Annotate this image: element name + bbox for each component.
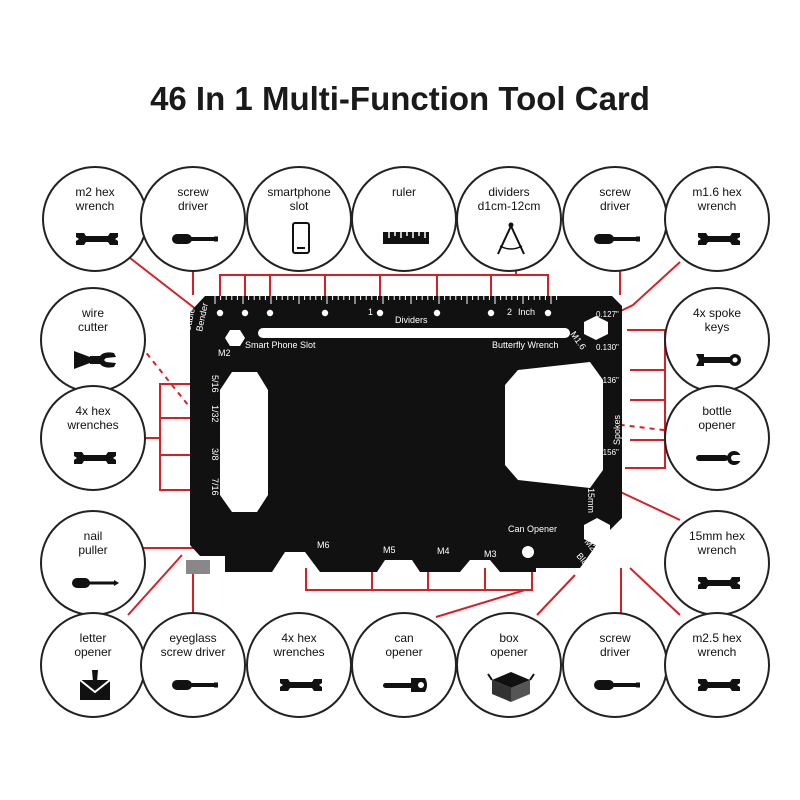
m1-6-hole: [584, 316, 608, 340]
tool-label: 15mm hex wrench: [688, 529, 746, 557]
wrench-icon: [276, 668, 326, 702]
tool-label: 4x hex wrenches: [67, 404, 119, 432]
spokes-label: Spokes: [612, 414, 622, 445]
ruler-unit: Inch: [518, 307, 535, 317]
spoke-136-label: 0.136": [596, 376, 619, 385]
screwdriver-icon: [170, 668, 220, 702]
tool-label: letter opener: [74, 631, 112, 659]
tool-label: 4x hex wrenches: [273, 631, 325, 659]
m4-label: M4: [437, 546, 450, 556]
tool-callout: box opener: [456, 612, 562, 718]
tool-label: bottle opener: [698, 404, 736, 432]
m3-label: M3: [484, 549, 497, 559]
ruler-mark-1: 1: [368, 307, 373, 317]
dividers-label: Dividers: [395, 315, 428, 325]
ruler-icon: [381, 222, 431, 256]
m2-label: M2: [218, 348, 231, 358]
card-outline: [190, 296, 622, 572]
tool-callout: screw driver: [140, 166, 246, 272]
can-opener-icon: [381, 668, 431, 702]
dividers-icon: [486, 222, 536, 256]
can-opener-label: Can Opener: [508, 524, 557, 534]
spoke-127-label: 0.127": [596, 310, 619, 319]
screwdriver-icon: [170, 222, 220, 256]
tool-callout: wire cutter: [40, 287, 146, 393]
blade-tip: [186, 560, 210, 574]
hex-1-32-label: 1/32: [210, 405, 220, 423]
tool-callout: m1.6 hex wrench: [664, 166, 770, 272]
smartphone-icon: [276, 222, 326, 256]
wrench-icon: [70, 441, 120, 475]
butterfly-wrench-cutout: [505, 362, 603, 488]
mm15-label: 15mm: [586, 488, 596, 513]
tool-callout: screw driver: [562, 612, 668, 718]
hex-wrench-cutout: [220, 372, 268, 512]
m2-5-hole: [584, 518, 610, 546]
tool-callout: m2.5 hex wrench: [664, 612, 770, 718]
cable-bender-label-1: Cable: [182, 307, 197, 332]
wire-cutter-icon: [70, 343, 120, 377]
tool-label: screw driver: [177, 185, 209, 213]
phone-slot: [258, 328, 570, 338]
tool-callout: m2 hex wrench: [42, 166, 148, 272]
butterfly-wrench-label: Butterfly Wrench: [492, 340, 558, 350]
tool-label: screw driver: [599, 185, 631, 213]
tool-callout: 4x hex wrenches: [246, 612, 352, 718]
ruler-mark-2: 2: [507, 307, 512, 317]
nail-puller-icon: [70, 566, 120, 600]
m6-label: M6: [317, 540, 330, 550]
tool-label: nail puller: [78, 529, 108, 557]
ruler-ticks: [214, 296, 558, 304]
tool-callout: screw driver: [562, 166, 668, 272]
cable-bender-hole: [225, 330, 245, 346]
tool-label: smartphone slot: [267, 185, 331, 213]
tool-callout: can opener: [351, 612, 457, 718]
tool-label: m1.6 hex wrench: [692, 185, 742, 213]
tool-callout: 4x spoke keys: [664, 287, 770, 393]
tool-label: screw driver: [599, 631, 631, 659]
smart-phone-slot-label: Smart Phone Slot: [245, 340, 316, 350]
tool-label: can opener: [385, 631, 423, 659]
box-icon: [486, 668, 536, 702]
tool-label: wire cutter: [77, 306, 108, 334]
tool-label: 4x spoke keys: [692, 306, 742, 334]
wrench-icon: [694, 566, 744, 600]
tool-label: m2.5 hex wrench: [692, 631, 742, 659]
tool-label: ruler: [391, 185, 416, 199]
spoke-130-label: 0.130": [596, 343, 619, 352]
divider-holes: [216, 309, 552, 317]
spoke-key-icon: [694, 343, 744, 377]
tool-callout: ruler: [351, 166, 457, 272]
wrench-icon: [694, 668, 744, 702]
hex-3-8-label: 3/8: [210, 448, 220, 461]
tool-label: eyeglass screw driver: [160, 631, 226, 659]
page-title: 46 In 1 Multi-Function Tool Card: [150, 80, 650, 117]
wrench-icon: [694, 222, 744, 256]
tool-callout: nail puller: [40, 510, 146, 616]
hex-5-16-label: 5/16: [210, 375, 220, 393]
m5-label: M5: [383, 545, 396, 555]
wrench-icon: [72, 222, 122, 256]
tool-callout: letter opener: [40, 612, 146, 718]
tool-callout: bottle opener: [664, 385, 770, 491]
hex-7-16-label: 7/16: [210, 478, 220, 496]
can-opener-notch: [522, 546, 534, 558]
tool-callout: smartphone slot: [246, 166, 352, 272]
tool-label: m2 hex wrench: [75, 185, 115, 213]
bottle-opener-icon: [694, 441, 744, 475]
tool-callout: 15mm hex wrench: [664, 510, 770, 616]
screwdriver-icon: [592, 222, 642, 256]
tool-card: 1 2 Inch Dividers Smart Phone Slot Butte…: [182, 296, 622, 575]
hex-9-16-label: 9/16: [578, 367, 588, 385]
tool-callout: eyeglass screw driver: [140, 612, 246, 718]
tool-label: dividers d1cm-12cm: [477, 185, 541, 213]
tool-callout: dividers d1cm-12cm: [456, 166, 562, 272]
spoke-156-label: 0.156": [596, 448, 619, 457]
screwdriver-icon: [592, 668, 642, 702]
letter-opener-icon: [70, 668, 120, 702]
tool-callout: 4x hex wrenches: [40, 385, 146, 491]
tool-label: box opener: [490, 631, 528, 659]
